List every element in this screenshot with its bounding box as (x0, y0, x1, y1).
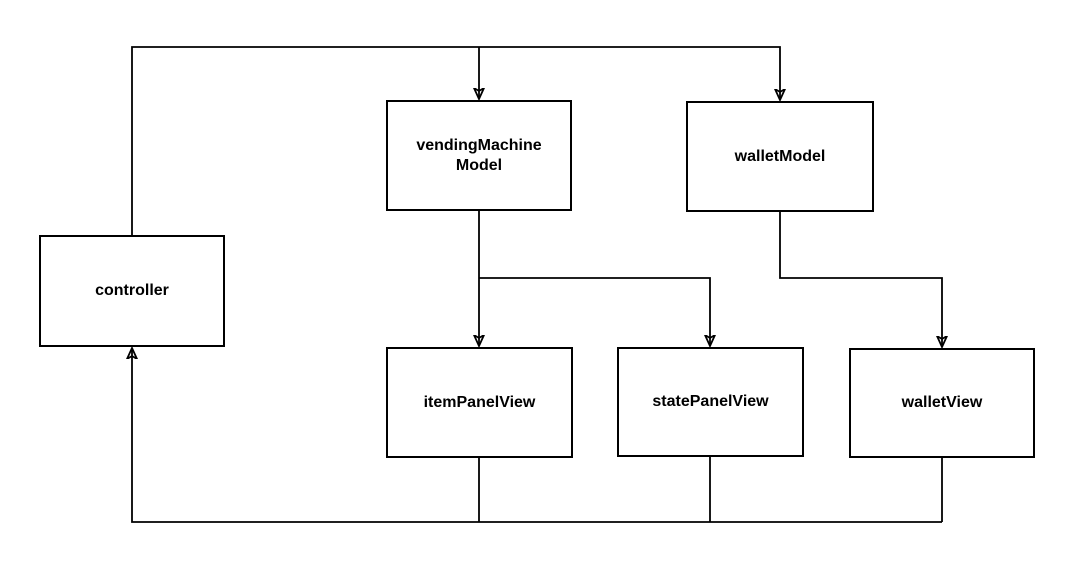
node-item-panel-view[interactable]: itemPanelView (386, 347, 573, 458)
node-wallet-view[interactable]: walletView (849, 348, 1035, 458)
node-state-panel-view-label: statePanelView (652, 393, 769, 410)
edge-wallet-model-to-wallet-view[interactable] (779, 212, 942, 347)
node-state-panel-view[interactable]: statePanelView (617, 347, 804, 457)
edge-controller-to-wallet-model[interactable] (131, 46, 780, 235)
node-vending-machine-model[interactable]: vendingMachine Model (386, 100, 572, 211)
node-controller-label: controller (95, 282, 169, 299)
node-controller[interactable]: controller (39, 235, 225, 347)
node-wallet-view-label: walletView (901, 394, 983, 411)
node-item-panel-view-label: itemPanelView (423, 393, 536, 411)
node-vending-machine-model-label: vendingMachine Model (416, 136, 542, 174)
node-wallet-model-label: walletModel (734, 147, 826, 165)
node-wallet-model[interactable]: walletModel (686, 101, 874, 212)
edge-views-to-controller[interactable] (132, 348, 942, 523)
edge-vending-machine-model-to-state-panel-view[interactable] (479, 277, 710, 346)
